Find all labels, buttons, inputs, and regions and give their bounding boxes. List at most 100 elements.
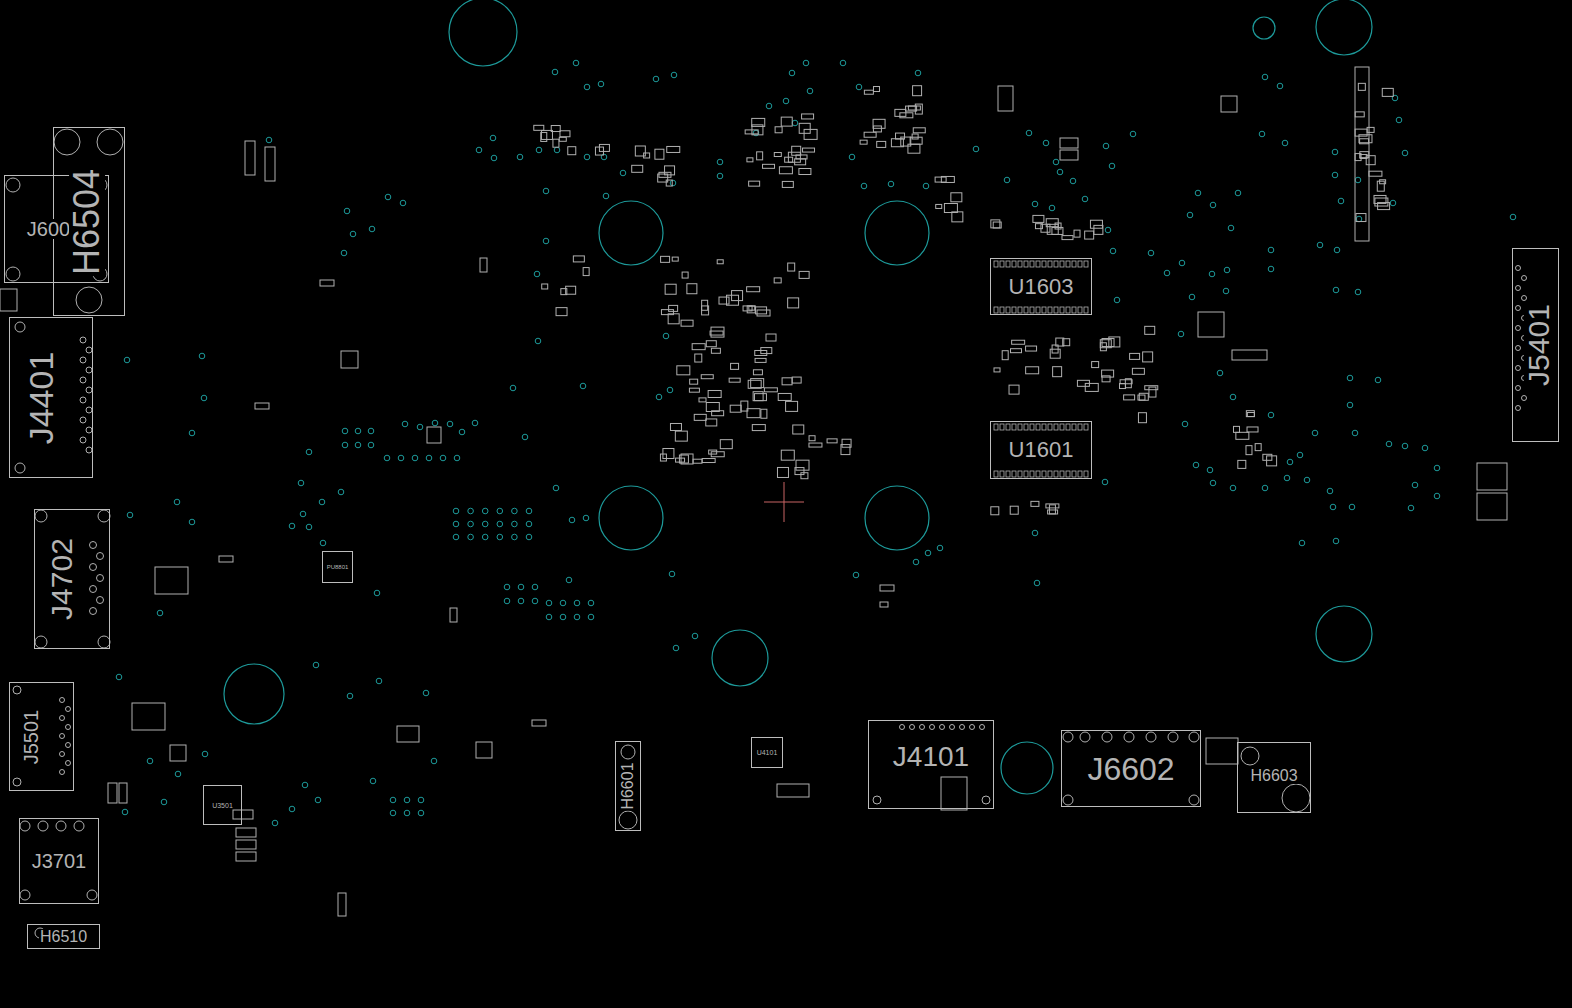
- component-pad: [730, 405, 741, 412]
- component-pad: [764, 388, 777, 392]
- component-pad: [542, 284, 548, 289]
- via: [1297, 452, 1303, 458]
- via: [512, 521, 518, 527]
- component-pad: [338, 893, 346, 916]
- component-pad: [751, 379, 764, 388]
- connector-pin: [1516, 366, 1521, 371]
- component-pad: [1355, 129, 1367, 136]
- component-pad: [1012, 340, 1025, 344]
- component-pad: [786, 401, 798, 411]
- via: [535, 338, 541, 344]
- component-pad: [427, 427, 441, 443]
- component-pad: [753, 392, 763, 401]
- component-pad: [799, 169, 811, 175]
- connector-pin: [1168, 732, 1178, 742]
- via: [174, 499, 180, 505]
- component-pad: [788, 152, 800, 162]
- connector-outline: J4101: [868, 720, 994, 809]
- via: [667, 387, 673, 393]
- component-pad: [711, 348, 720, 353]
- component-pad: [935, 177, 946, 182]
- component-pad: [908, 144, 920, 153]
- via: [459, 429, 465, 435]
- connector-pin: [980, 725, 985, 730]
- component-pad: [951, 193, 962, 202]
- via: [453, 521, 459, 527]
- reference-designator: H6603: [1249, 768, 1298, 784]
- mounting-outline: H6601: [615, 741, 641, 831]
- component-pad: [1477, 463, 1507, 490]
- component-pad: [132, 703, 165, 730]
- via: [423, 690, 429, 696]
- via: [350, 231, 356, 237]
- component-pad: [1246, 411, 1254, 417]
- component-pad: [666, 180, 672, 186]
- connector-pin: [970, 725, 975, 730]
- bga-pad: [1006, 471, 1010, 477]
- via: [1268, 266, 1274, 272]
- mounting-hole: [1001, 742, 1053, 794]
- component-pad: [1048, 510, 1058, 514]
- connector-pin: [1516, 386, 1521, 391]
- connector-pin: [60, 734, 65, 739]
- component-pad: [1246, 446, 1252, 455]
- via: [1178, 331, 1184, 337]
- component-pad: [1094, 225, 1103, 234]
- via: [398, 455, 404, 461]
- via: [1105, 227, 1111, 233]
- connector-pin: [1516, 266, 1521, 271]
- via: [580, 383, 586, 389]
- via: [518, 598, 524, 604]
- connector-pin: [80, 437, 86, 443]
- via: [1412, 482, 1418, 488]
- connector-pin: [80, 397, 86, 403]
- via: [201, 395, 207, 401]
- component-pad: [219, 556, 233, 562]
- connector-pin: [13, 778, 21, 786]
- connector-pin: [76, 287, 102, 313]
- component-pad: [687, 284, 697, 294]
- via: [341, 250, 347, 256]
- component-pad: [906, 106, 917, 111]
- connector-pin: [20, 821, 30, 831]
- component-pad: [665, 284, 676, 294]
- connector-pin: [960, 725, 965, 730]
- via: [1349, 504, 1355, 510]
- component-pad: [706, 419, 717, 426]
- component-pad: [236, 852, 256, 861]
- connector-pin: [20, 890, 30, 900]
- via: [717, 159, 723, 165]
- via: [1268, 247, 1274, 253]
- via: [1312, 430, 1318, 436]
- component-pad: [1360, 152, 1369, 158]
- connector-pin: [1080, 732, 1090, 742]
- via: [342, 428, 348, 434]
- via: [1299, 540, 1305, 546]
- via: [1070, 178, 1076, 184]
- connector-pin: [86, 367, 92, 373]
- component-pad: [583, 268, 589, 276]
- via: [1032, 530, 1038, 536]
- component-pad: [802, 114, 814, 119]
- component-pad: [560, 131, 570, 137]
- via: [671, 72, 677, 78]
- component-pad: [788, 263, 795, 271]
- component-pad: [763, 164, 775, 168]
- component-pad: [745, 130, 758, 134]
- via: [546, 614, 552, 620]
- component-pad: [1100, 343, 1106, 351]
- connector-pin: [80, 357, 86, 363]
- via: [124, 357, 130, 363]
- via: [199, 353, 205, 359]
- component-pad: [873, 126, 881, 132]
- connector-outline: J4702: [34, 509, 110, 649]
- component-pad: [690, 379, 698, 384]
- component-pad: [476, 742, 492, 758]
- via: [369, 226, 375, 232]
- via: [447, 421, 453, 427]
- via: [1333, 538, 1339, 544]
- via: [1224, 267, 1230, 273]
- connector-outline: J3701: [19, 818, 99, 904]
- via: [692, 633, 698, 639]
